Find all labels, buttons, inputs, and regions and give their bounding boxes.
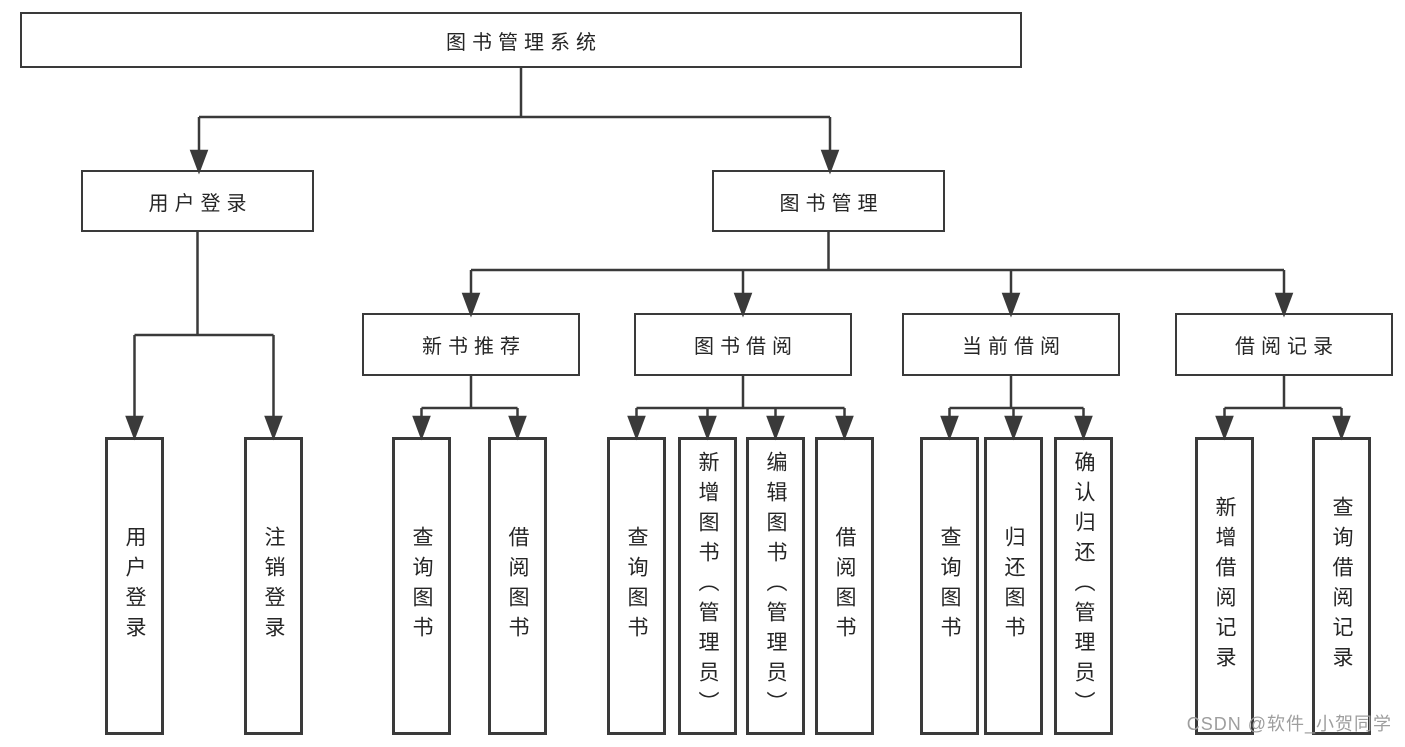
node-book-management-label: 图书管理 [779,192,884,215]
node-borrow-records-label: 借阅记录 [1235,336,1339,358]
node-book-management: 图书管理 [712,170,945,232]
node-current-borrow-label: 当前借阅 [962,336,1066,358]
leaf-user-login: 用户登录 [105,437,164,735]
leaf-borrow-query-books-label: 查询图书 [625,526,649,646]
leaf-records-add-record: 新增借阅记录 [1195,437,1254,735]
leaf-newbook-borrow-books: 借阅图书 [488,437,547,735]
node-new-book-recommend-label: 新书推荐 [422,336,526,358]
leaf-newbook-borrow-books-label: 借阅图书 [506,526,530,646]
leaf-newbook-query-books: 查询图书 [392,437,451,735]
leaf-current-query-books: 查询图书 [920,437,979,735]
leaf-current-confirm-return-admin: 确认归还（管理员） [1054,437,1113,735]
watermark: CSDN @软件_小贺同学 [1186,714,1392,734]
leaf-borrow-add-book-admin-label: 新增图书（管理员） [696,451,720,721]
leaf-borrow-edit-book-admin-label: 编辑图书（管理员） [764,451,788,721]
leaf-records-add-record-label: 新增借阅记录 [1213,496,1237,676]
node-user-login-label: 用户登录 [148,192,253,215]
leaf-logout: 注销登录 [244,437,303,735]
leaf-records-query-record-label: 查询借阅记录 [1330,496,1354,676]
leaf-user-login-label: 用户登录 [123,526,147,646]
leaf-current-query-books-label: 查询图书 [938,526,962,646]
node-borrow-records: 借阅记录 [1175,313,1393,376]
node-book-borrow-label: 图书借阅 [694,336,798,358]
leaf-logout-label: 注销登录 [262,526,286,646]
leaf-records-query-record: 查询借阅记录 [1312,437,1371,735]
leaf-borrow-borrow-books: 借阅图书 [815,437,874,735]
node-new-book-recommend: 新书推荐 [362,313,580,376]
leaf-borrow-query-books: 查询图书 [607,437,666,735]
leaf-current-return-books-label: 归还图书 [1002,526,1026,646]
leaf-borrow-edit-book-admin: 编辑图书（管理员） [746,437,805,735]
leaf-borrow-add-book-admin: 新增图书（管理员） [678,437,737,735]
node-root-label: 图书管理系统 [446,31,602,54]
node-current-borrow: 当前借阅 [902,313,1120,376]
node-book-borrow: 图书借阅 [634,313,852,376]
node-root: 图书管理系统 [20,12,1022,68]
node-user-login: 用户登录 [81,170,314,232]
leaf-current-return-books: 归还图书 [984,437,1043,735]
leaf-borrow-borrow-books-label: 借阅图书 [833,526,857,646]
leaf-newbook-query-books-label: 查询图书 [410,526,434,646]
leaf-current-confirm-return-admin-label: 确认归还（管理员） [1072,451,1096,721]
